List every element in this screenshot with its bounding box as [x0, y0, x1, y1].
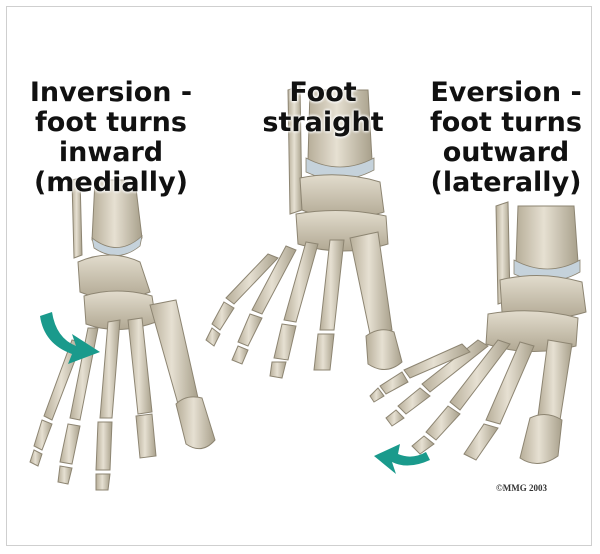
copyright-text: ©MMG 2003	[496, 483, 547, 493]
inversion-label: Inversion - foot turns inward (medially)	[26, 78, 196, 198]
eversion-label: Eversion - foot turns outward (laterally…	[418, 78, 594, 198]
eversion-foot	[370, 202, 586, 464]
right-tibia	[516, 206, 578, 270]
straight-label: Foot straight	[258, 78, 388, 138]
